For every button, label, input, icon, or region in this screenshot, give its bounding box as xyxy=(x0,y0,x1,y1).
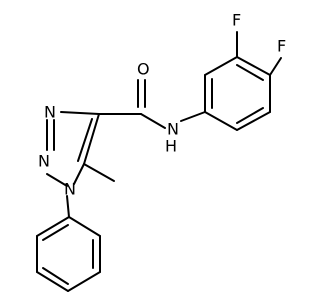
bond-methyl xyxy=(83,163,115,182)
bond-c4-c5-double xyxy=(77,118,93,162)
atom-labels: N N N O N H F F xyxy=(38,11,286,199)
phenyl-bond-1 xyxy=(68,216,101,237)
bond-n-c4 xyxy=(60,111,100,115)
ring-bond-5 xyxy=(236,111,271,131)
phenyl-bond-4 xyxy=(36,271,69,292)
phenyl-bond-6 xyxy=(36,216,70,237)
phenyl-bond-6-inner xyxy=(42,224,69,241)
atom-label-fluorine-top: F xyxy=(232,11,241,30)
bond-n-aryl xyxy=(180,111,206,122)
atom-label-n-top: N xyxy=(44,103,56,122)
ring-bond-2 xyxy=(204,56,238,76)
bond-n-n-lower xyxy=(46,173,68,187)
bond-c4-c5 xyxy=(83,113,100,165)
difluorophenyl-ring xyxy=(204,31,282,131)
atom-label-fluorine-right: F xyxy=(277,37,286,56)
triazole-ring xyxy=(46,111,100,187)
atom-label-amide-n: N xyxy=(167,120,179,139)
amide-group xyxy=(98,79,206,129)
atom-label-oxygen: O xyxy=(137,60,150,79)
bond-c-f-right xyxy=(269,57,282,76)
bond-carbonyl-n xyxy=(140,113,166,129)
atom-label-amide-h: H xyxy=(165,137,177,156)
bond-n-phenyl xyxy=(66,195,70,218)
atom-label-n-bottom: N xyxy=(64,180,76,199)
ring-bond-5-inner xyxy=(236,107,264,124)
phenyl-ring xyxy=(36,195,101,292)
bond-c5-n1 xyxy=(73,163,85,185)
ring-bond-3 xyxy=(236,56,271,76)
ring-bond-3-inner xyxy=(236,64,264,81)
chemical-structure-diagram: N N N O N H F F xyxy=(36,11,286,292)
atom-label-n-middle: N xyxy=(38,152,50,171)
phenyl-bond-3 xyxy=(67,271,101,292)
phenyl-bond-4-inner xyxy=(42,267,69,285)
ring-bond-6 xyxy=(204,111,238,131)
